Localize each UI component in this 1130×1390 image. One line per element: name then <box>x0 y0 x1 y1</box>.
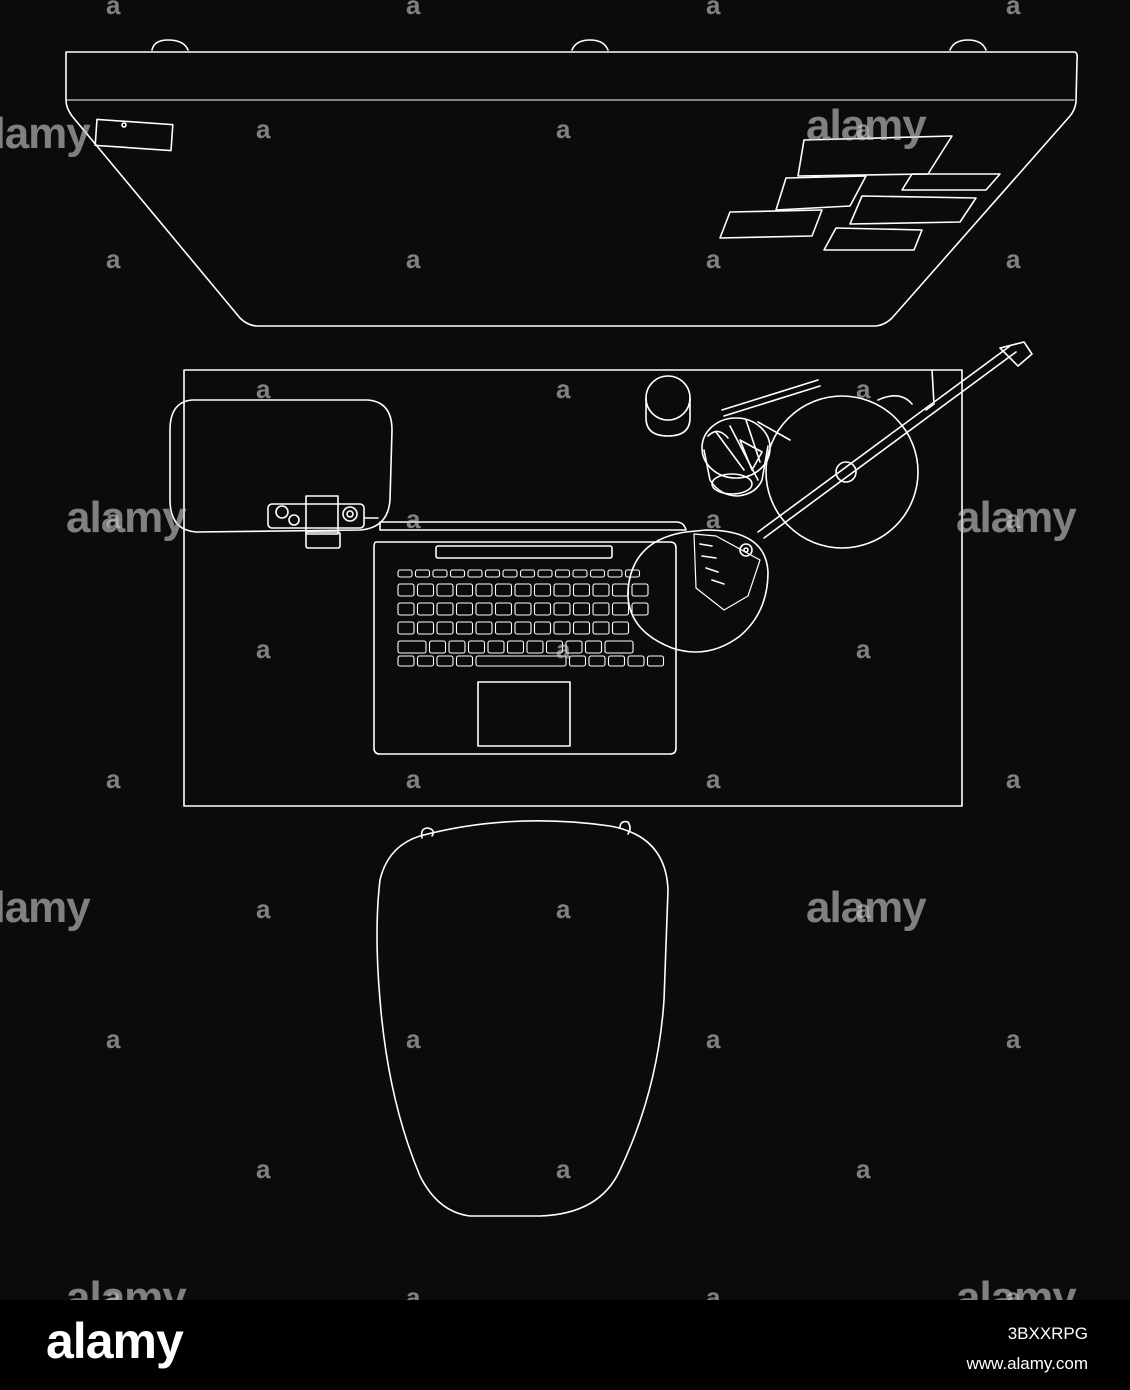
camera <box>267 495 379 549</box>
desk-surface <box>183 369 963 807</box>
keyboard-key <box>448 640 466 654</box>
keyboard-key <box>553 621 571 635</box>
keyboard-key <box>494 621 513 635</box>
keyboard-key <box>397 602 415 616</box>
keyboard-key <box>414 569 431 578</box>
keyboard-key <box>553 583 571 597</box>
keyboard-key <box>592 602 610 616</box>
wall-shelf <box>65 39 1078 327</box>
keyboard-key <box>416 602 435 616</box>
keyboard-key <box>553 602 571 616</box>
keyboard-key <box>436 602 454 616</box>
chair <box>376 820 669 1217</box>
keyboard-key <box>584 640 603 654</box>
keyboard-key <box>514 583 532 597</box>
keyboard-key <box>588 655 606 667</box>
shelf-note-card <box>94 118 174 152</box>
keyboard-key <box>475 602 493 616</box>
keyboard-key <box>631 602 649 616</box>
sticky-notes <box>719 135 1001 251</box>
footer-bar: alamy 3BXXRPG www.alamy.com <box>0 1300 1130 1390</box>
trackpad <box>477 681 571 747</box>
keyboard-key <box>519 569 536 578</box>
keyboard-key <box>627 655 645 667</box>
lamp-cable <box>925 369 935 411</box>
cushion <box>169 399 393 533</box>
keyboard-key <box>533 602 552 616</box>
keyboard-key <box>397 621 415 635</box>
keyboard-key <box>467 640 486 654</box>
keyboard-key <box>572 583 591 597</box>
image-id: 3BXXRPG <box>1007 1324 1088 1343</box>
keyboard-key <box>545 640 564 654</box>
keyboard-key <box>416 621 435 635</box>
cup <box>645 375 691 437</box>
keyboard-key <box>533 583 552 597</box>
keyboard-key <box>436 655 454 667</box>
keyboard-key <box>432 569 448 578</box>
keyboard-key <box>436 583 454 597</box>
keyboard-key <box>487 640 505 654</box>
keyboard-key <box>397 655 415 667</box>
keyboard-key <box>611 583 630 597</box>
pencil-holder <box>701 379 821 497</box>
keyboard-key <box>416 583 435 597</box>
keyboard-key <box>565 640 583 654</box>
keyboard-key <box>526 640 544 654</box>
keyboard-key <box>475 655 567 667</box>
source-url: www.alamy.com <box>966 1354 1088 1373</box>
keyboard-key <box>607 655 626 667</box>
keyboard-key <box>494 583 513 597</box>
keyboard-key <box>494 602 513 616</box>
keyboard-key <box>455 655 474 667</box>
keyboard-key <box>455 621 474 635</box>
keyboard-key <box>631 583 649 597</box>
keyboard-key <box>554 569 571 578</box>
keyboard-key <box>533 621 552 635</box>
keyboard-key <box>455 602 474 616</box>
keyboard-key <box>592 583 610 597</box>
keyboard-key <box>397 583 415 597</box>
keyboard-key <box>467 569 483 578</box>
keyboard-key <box>568 655 587 667</box>
keyboard-key <box>455 583 474 597</box>
keyboard <box>397 569 665 667</box>
keyboard-key <box>506 640 525 654</box>
footer-logo: alamy <box>46 1313 184 1369</box>
keyboard-key <box>397 569 413 578</box>
keyboard-key <box>475 621 493 635</box>
lamp-head <box>627 529 769 653</box>
keyboard-key <box>572 621 591 635</box>
keyboard-key <box>484 569 501 578</box>
workspace-line-drawing <box>65 39 1078 1217</box>
keyboard-key <box>572 602 591 616</box>
keyboard-key <box>416 655 435 667</box>
keyboard-key <box>572 569 588 578</box>
keyboard-key <box>611 602 630 616</box>
keyboard-key <box>607 569 623 578</box>
laptop <box>373 521 687 755</box>
keyboard-key <box>428 640 447 654</box>
keyboard-key <box>514 621 532 635</box>
keyboard-key <box>449 569 466 578</box>
keyboard-key <box>589 569 606 578</box>
keyboard-key <box>604 640 634 654</box>
keyboard-key <box>397 640 427 654</box>
keyboard-key <box>537 569 553 578</box>
keyboard-key <box>514 602 532 616</box>
keyboard-key <box>475 583 493 597</box>
keyboard-key <box>646 655 665 667</box>
keyboard-key <box>592 621 610 635</box>
desk-lamp <box>627 341 1033 653</box>
keyboard-key <box>611 621 630 635</box>
keyboard-key <box>502 569 518 578</box>
keyboard-key <box>436 621 454 635</box>
